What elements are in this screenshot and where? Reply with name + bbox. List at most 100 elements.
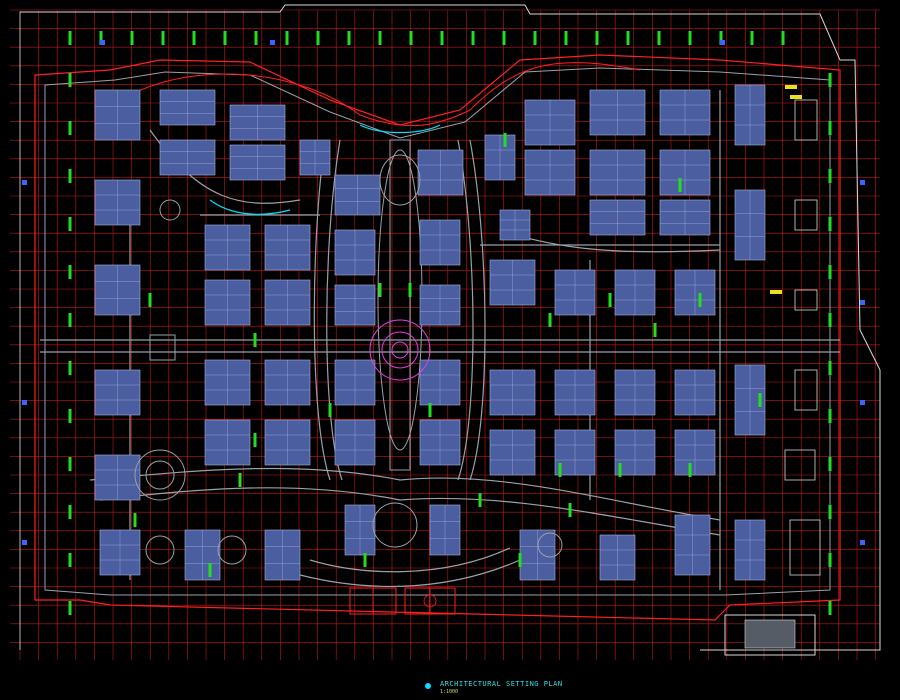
- tree-icon: [68, 121, 72, 135]
- tree-icon: [409, 31, 413, 45]
- tree-icon: [471, 31, 475, 45]
- tree-icon: [750, 31, 754, 45]
- tree-icon: [688, 463, 692, 477]
- cyan-path: [209, 199, 291, 215]
- tree-icon: [558, 463, 562, 477]
- cyan-markers: [22, 40, 865, 689]
- blue-marker: [860, 540, 865, 545]
- tree-icon: [688, 31, 692, 45]
- drawing-title: ARCHITECTURAL SETTING PLAN: [440, 680, 563, 688]
- blue-marker: [720, 40, 725, 45]
- tree-icon: [208, 563, 212, 577]
- blue-marker: [270, 40, 275, 45]
- tree-icon: [68, 601, 72, 615]
- tree-icon: [68, 409, 72, 423]
- plaza-circle: [145, 460, 175, 490]
- tree-icon: [68, 457, 72, 471]
- tree-icon: [68, 73, 72, 87]
- blue-marker: [22, 540, 27, 545]
- tree-icon: [363, 553, 367, 567]
- circular-plazas: [134, 154, 563, 565]
- tree-icon: [533, 31, 537, 45]
- tree-icon: [440, 31, 444, 45]
- tree-icon: [828, 457, 832, 471]
- service-building: [794, 199, 818, 231]
- tree-icon: [698, 293, 702, 307]
- tree-icon: [564, 31, 568, 45]
- tree-icon: [828, 121, 832, 135]
- yellow-marker: [790, 95, 802, 99]
- tree-icon: [328, 403, 332, 417]
- blue-marker: [100, 40, 105, 45]
- tree-icon: [828, 73, 832, 87]
- plaza-circle: [369, 319, 431, 381]
- tree-icon: [378, 31, 382, 45]
- plaza-circle: [159, 199, 181, 221]
- tree-icon: [502, 31, 506, 45]
- tree-icon: [828, 169, 832, 183]
- tree-markers: [68, 31, 832, 615]
- tree-icon: [503, 133, 507, 147]
- tree-icon: [828, 217, 832, 231]
- gate-building: [724, 614, 816, 656]
- yellow-marker: [770, 290, 782, 294]
- blue-marker: [22, 180, 27, 185]
- tree-icon: [68, 313, 72, 327]
- road-line: [99, 487, 721, 536]
- tree-icon: [133, 513, 137, 527]
- tree-icon: [548, 313, 552, 327]
- plaza-circle: [537, 532, 563, 558]
- plaza-circle: [145, 535, 175, 565]
- road-line: [457, 139, 474, 481]
- service-building: [794, 99, 818, 141]
- tree-icon: [130, 31, 134, 45]
- road-network: [40, 62, 840, 590]
- tree-icon: [192, 31, 196, 45]
- tree-icon: [161, 31, 165, 45]
- tree-icon: [223, 31, 227, 45]
- road-line: [309, 547, 511, 573]
- tree-icon: [68, 31, 72, 45]
- plaza-circle: [372, 502, 418, 548]
- tree-icon: [828, 361, 832, 375]
- tree-icon: [595, 31, 599, 45]
- tree-icon: [828, 265, 832, 279]
- blue-marker: [860, 400, 865, 405]
- service-building: [794, 289, 818, 311]
- north-red-road: [129, 62, 641, 127]
- tree-icon: [99, 31, 103, 45]
- tree-icon: [253, 333, 257, 347]
- tree-icon: [781, 31, 785, 45]
- tree-icon: [828, 313, 832, 327]
- blue-marker: [860, 180, 865, 185]
- gate-hatch: [744, 619, 796, 649]
- tree-icon: [68, 265, 72, 279]
- tree-icon: [68, 361, 72, 375]
- road-line: [299, 559, 521, 588]
- plaza-circle: [391, 341, 409, 359]
- tree-icon: [316, 31, 320, 45]
- tree-icon: [678, 178, 682, 192]
- yellow-marker: [785, 85, 797, 89]
- site-inner-line: [44, 67, 831, 596]
- tree-icon: [758, 393, 762, 407]
- tree-icon: [285, 31, 289, 45]
- tree-icon: [518, 553, 522, 567]
- road-line: [89, 467, 721, 521]
- service-building: [794, 369, 818, 411]
- plaza-circle: [217, 535, 247, 565]
- site-boundary: [19, 4, 881, 651]
- tree-icon: [347, 31, 351, 45]
- road-line: [469, 139, 486, 481]
- service-building: [789, 519, 821, 576]
- outer-boundary: [20, 4, 881, 651]
- service-building: [784, 449, 816, 481]
- title-marker-icon: [425, 683, 431, 689]
- tree-icon: [378, 283, 382, 297]
- tree-icon: [828, 553, 832, 567]
- tree-icon: [626, 31, 630, 45]
- blue-marker: [860, 300, 865, 305]
- tree-icon: [828, 505, 832, 519]
- tree-icon: [828, 601, 832, 615]
